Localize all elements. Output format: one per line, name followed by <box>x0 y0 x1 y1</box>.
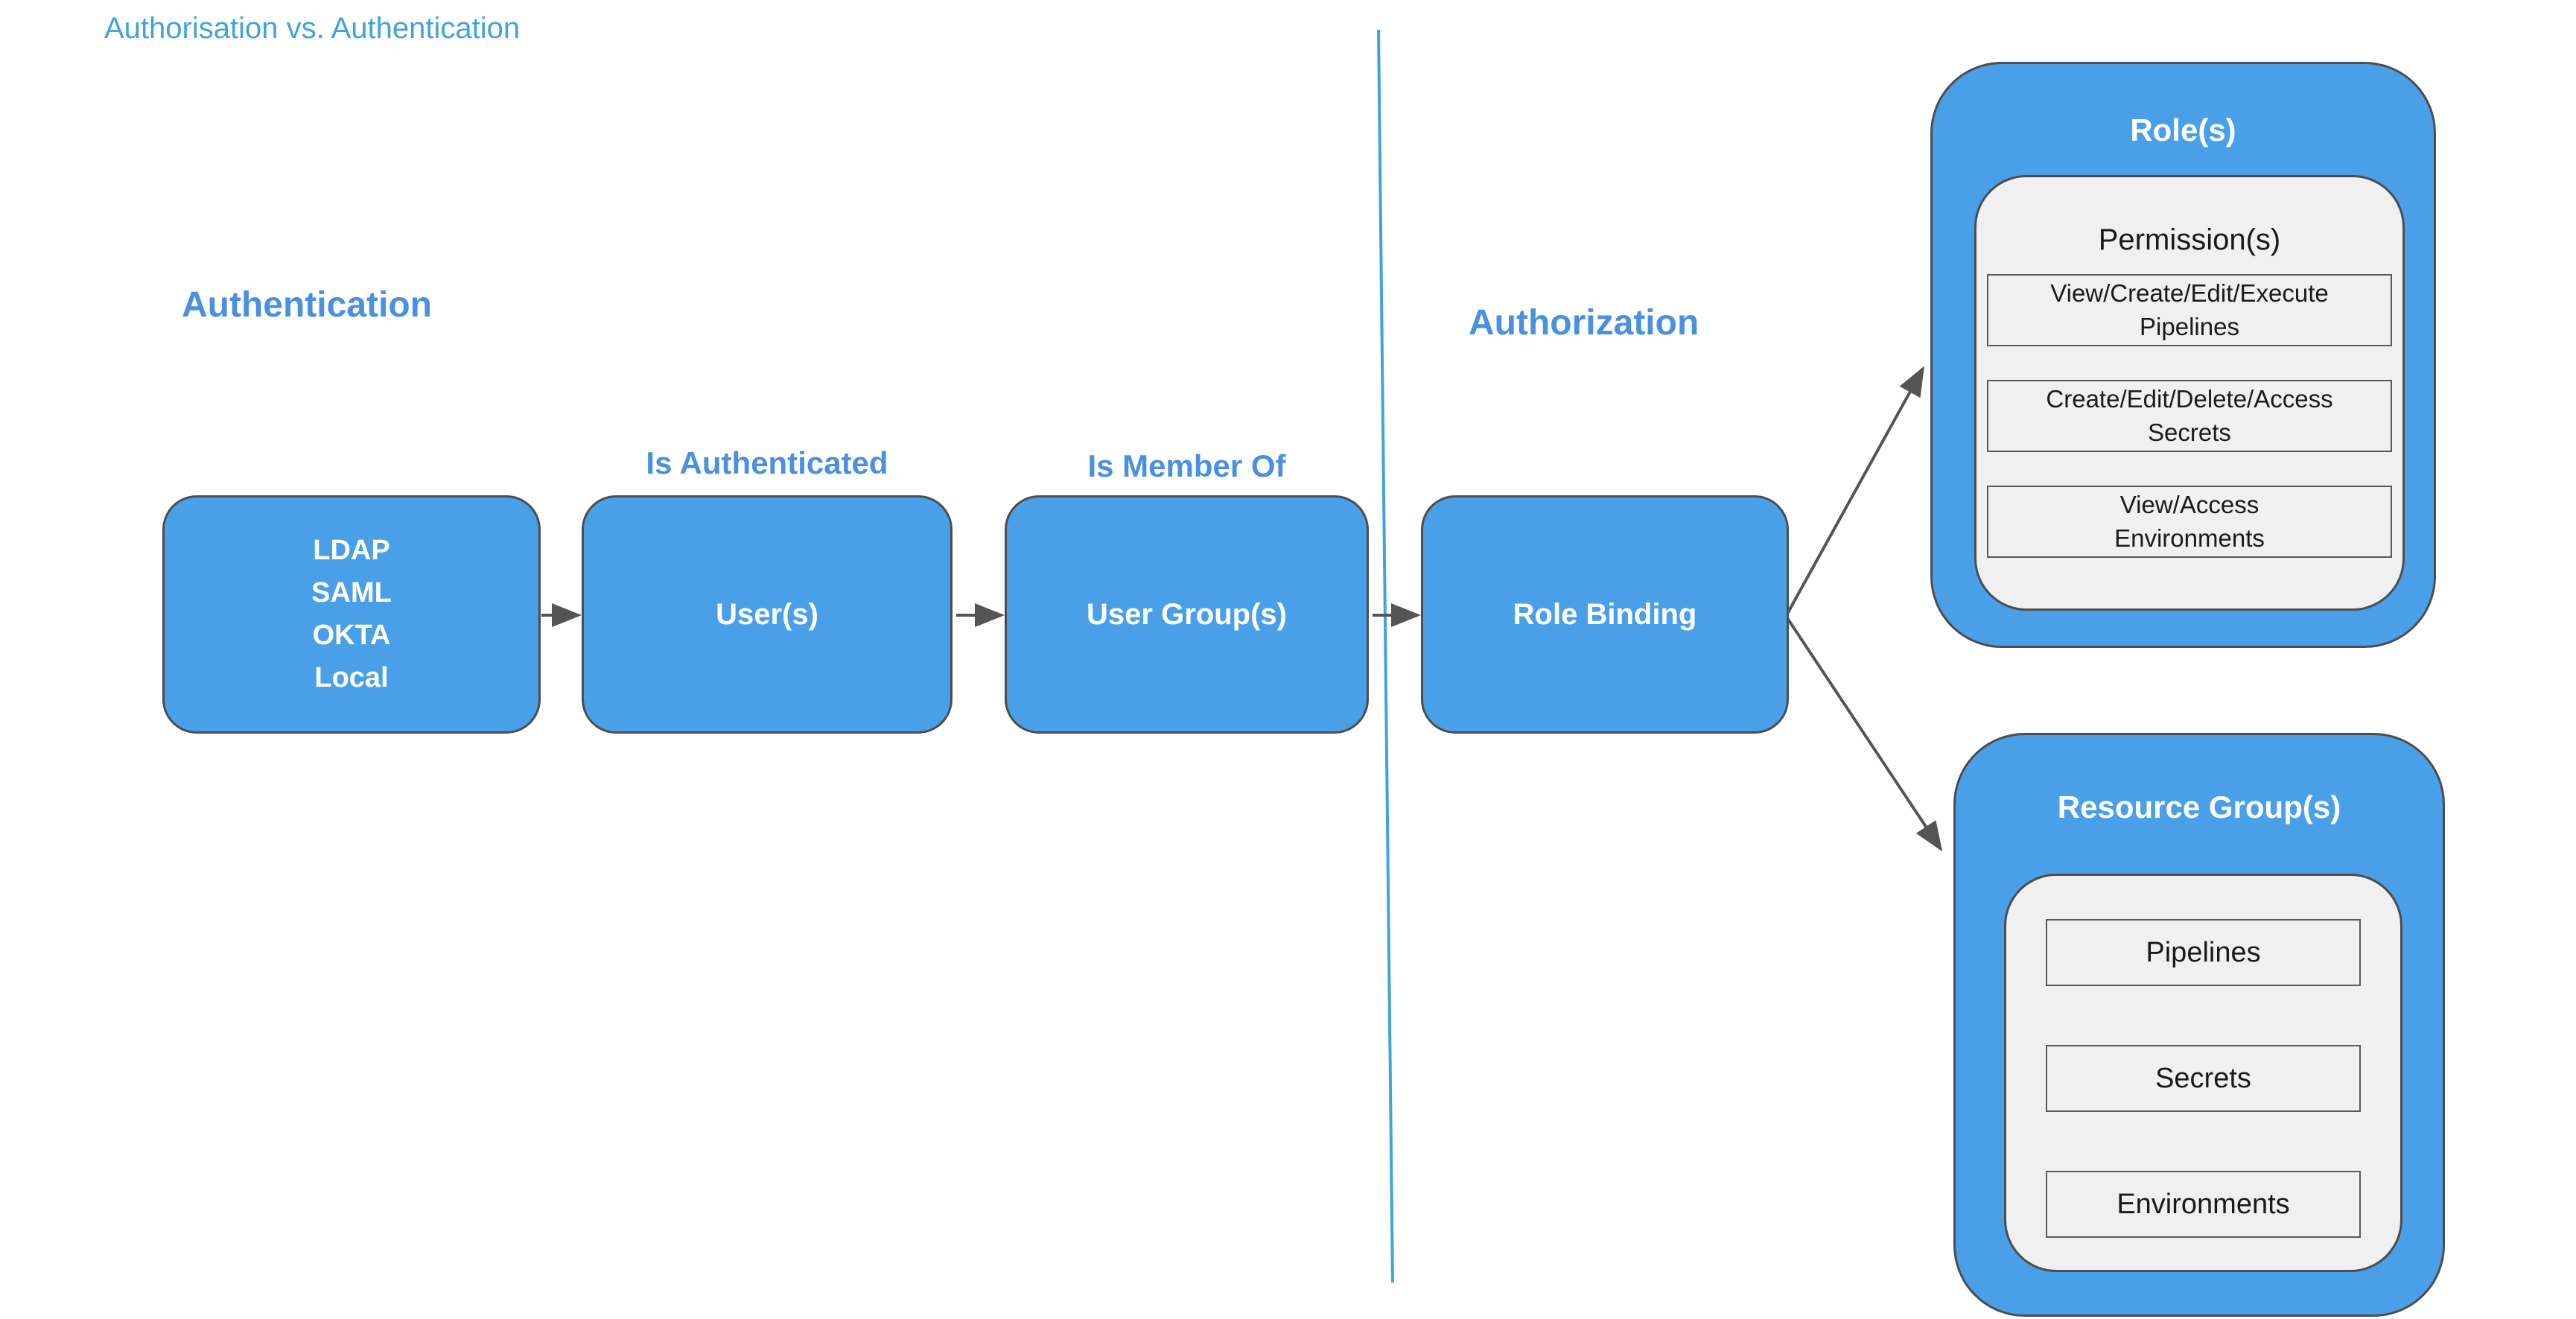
node-identity-providers: LDAP SAML OKTA Local <box>162 495 541 734</box>
section-divider-line <box>1377 29 1394 1283</box>
resource-item-secrets: Secrets <box>2046 1045 2361 1112</box>
permissions-title: Permission(s) <box>2098 223 2281 256</box>
panel-resources: Pipelines Secrets Environments <box>2004 874 2402 1272</box>
edge-label-is-member-of: Is Member Of <box>1087 448 1286 483</box>
node-users: User(s) <box>582 495 953 734</box>
section-heading-authentication: Authentication <box>182 285 432 325</box>
idp-line-saml: SAML <box>311 577 392 608</box>
resource-item-pipelines: Pipelines <box>2046 919 2361 986</box>
panel-permissions: Permission(s) View/Create/Edit/Execute P… <box>1974 175 2405 611</box>
permission-item-pipelines: View/Create/Edit/Execute Pipelines <box>1987 274 2392 346</box>
container-resource-groups: Resource Group(s) Pipelines Secrets Envi… <box>1953 733 2445 1317</box>
arrow-role-binding-to-roles <box>1786 366 1924 614</box>
permission-item-environments: View/Access Environments <box>1987 486 2392 558</box>
node-role-binding-label: Role Binding <box>1513 597 1697 631</box>
resource-item-environments: Environments <box>2046 1171 2361 1238</box>
idp-line-local: Local <box>314 662 389 693</box>
container-roles: Role(s) Permission(s) View/Create/Edit/E… <box>1930 62 2436 648</box>
page-title: Authorisation vs. Authentication <box>104 12 521 45</box>
roles-title: Role(s) <box>2130 112 2236 147</box>
node-user-groups: User Group(s) <box>1005 495 1369 734</box>
arrow-role-binding-to-resource-groups <box>1786 617 1943 852</box>
node-user-groups-label: User Group(s) <box>1087 597 1287 631</box>
idp-line-ldap: LDAP <box>313 535 390 566</box>
edge-label-is-authenticated: Is Authenticated <box>646 445 888 480</box>
node-users-label: User(s) <box>716 597 818 631</box>
permission-item-secrets: Create/Edit/Delete/Access Secrets <box>1987 380 2392 452</box>
idp-line-okta: OKTA <box>312 620 391 651</box>
resource-groups-title: Resource Group(s) <box>2057 789 2341 824</box>
section-heading-authorization: Authorization <box>1469 303 1699 343</box>
node-role-binding: Role Binding <box>1421 495 1789 734</box>
